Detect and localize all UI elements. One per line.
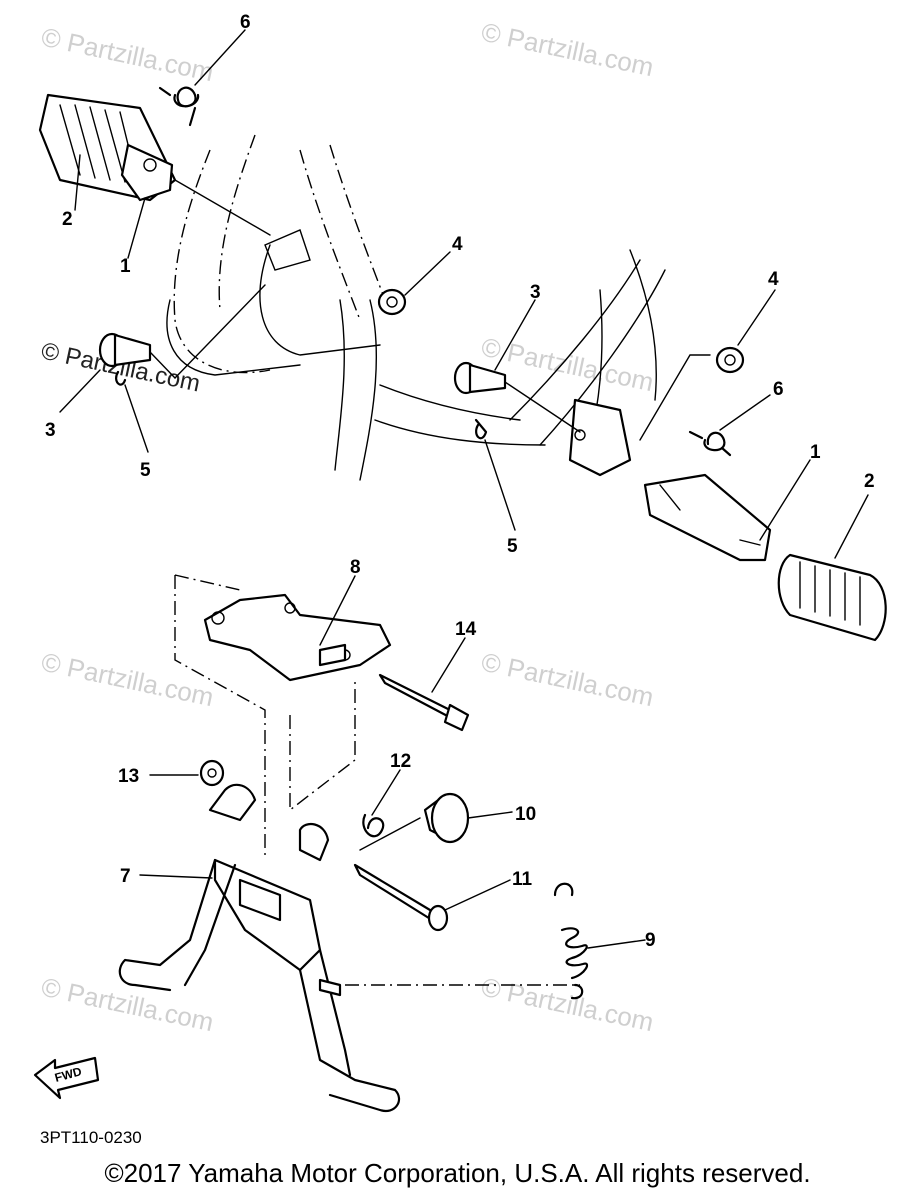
callout-14: 14 bbox=[455, 619, 477, 640]
clip-12 bbox=[362, 813, 385, 838]
pin-left bbox=[98, 332, 152, 386]
callout-11: 11 bbox=[512, 869, 533, 890]
callout-3: 3 bbox=[530, 282, 541, 303]
fwd-arrow-icon: FWD bbox=[33, 1056, 100, 1100]
footrest-right bbox=[643, 473, 772, 562]
copyright-notice: ©2017 Yamaha Motor Corporation, U.S.A. A… bbox=[104, 1158, 811, 1188]
mount-right bbox=[568, 398, 632, 477]
catalog-code: 3PT110-0230 bbox=[40, 1128, 142, 1147]
washer-right bbox=[715, 346, 745, 374]
spring-9 bbox=[553, 882, 589, 1000]
callout-1: 1 bbox=[810, 442, 821, 463]
watermark-text: © Partzilla.com bbox=[39, 22, 217, 88]
callout-2: 2 bbox=[62, 209, 73, 230]
callout-13: 13 bbox=[118, 766, 139, 787]
main-stand bbox=[118, 783, 401, 1113]
footrest-left bbox=[38, 93, 177, 202]
callout-numbers: 6 2 1 4 3 3 5 5 4 6 1 2 8 14 13 12 10 7 … bbox=[45, 12, 875, 951]
watermark-text: © Partzilla.com bbox=[39, 972, 217, 1038]
pin-right bbox=[453, 361, 507, 440]
callout-3: 3 bbox=[45, 420, 56, 441]
callout-4: 4 bbox=[768, 269, 779, 290]
collar-10 bbox=[423, 792, 470, 844]
callout-1: 1 bbox=[120, 256, 131, 277]
watermark-text: © Partzilla.com bbox=[479, 17, 657, 83]
leader-lines bbox=[59, 29, 869, 949]
callout-6: 6 bbox=[773, 379, 784, 400]
stand-bracket bbox=[174, 574, 392, 860]
callout-6: 6 bbox=[240, 12, 251, 33]
callout-9: 9 bbox=[645, 930, 656, 951]
washer-left bbox=[377, 288, 407, 316]
watermark-text: © Partzilla.com bbox=[479, 972, 657, 1038]
callout-4: 4 bbox=[452, 234, 463, 255]
spring-left bbox=[158, 86, 200, 127]
watermark-text: © Partzilla.com bbox=[39, 647, 217, 713]
callout-7: 7 bbox=[120, 866, 131, 887]
nut-13 bbox=[199, 759, 225, 787]
callout-5: 5 bbox=[140, 460, 151, 481]
spring-right bbox=[688, 430, 732, 457]
callout-12: 12 bbox=[390, 751, 411, 772]
callout-10: 10 bbox=[515, 804, 536, 825]
callout-5: 5 bbox=[507, 536, 518, 557]
callout-2: 2 bbox=[864, 471, 875, 492]
watermark-text: © Partzilla.com bbox=[479, 647, 657, 713]
bolt-14 bbox=[378, 673, 470, 732]
fwd-label: FWD bbox=[53, 1064, 83, 1085]
frame-outline bbox=[166, 134, 666, 481]
callout-8: 8 bbox=[350, 557, 361, 578]
footrest-rubber-right bbox=[777, 553, 887, 642]
shaft-11 bbox=[353, 863, 449, 932]
